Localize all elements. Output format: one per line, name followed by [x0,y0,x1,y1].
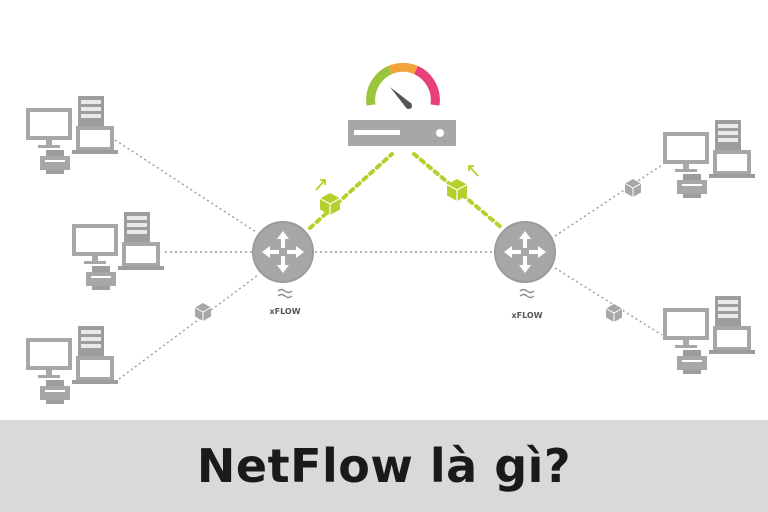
packet-cube-icon [194,302,212,322]
netflow-diagram: xFLOW xFLOW [26,62,755,404]
links-left [114,139,259,383]
flow-record-icon [319,192,341,216]
workstation-left-bottom [26,326,118,404]
router-right-icon [494,221,556,283]
workstation-left-top [26,96,118,174]
workstation-left-middle [72,212,164,290]
waves-icon [277,288,293,299]
packet-cube-icon [624,178,642,198]
caption-bar: NetFlow là gì? [0,420,768,512]
router-left-icon [252,221,314,283]
router-right-label: xFLOW [511,311,542,320]
packet-cube-icon [605,303,623,323]
arrow-up-right-icon [315,179,326,191]
workstation-right-bottom [663,296,755,374]
router-left-label: xFLOW [269,307,300,316]
caption-title: NetFlow là gì? [196,439,572,493]
links-right [554,164,663,336]
arrow-up-left-icon [468,165,479,177]
collector-server-icon [348,120,456,146]
gauge-icon [366,62,440,109]
workstation-right-top [663,120,755,198]
waves-icon [519,288,535,299]
